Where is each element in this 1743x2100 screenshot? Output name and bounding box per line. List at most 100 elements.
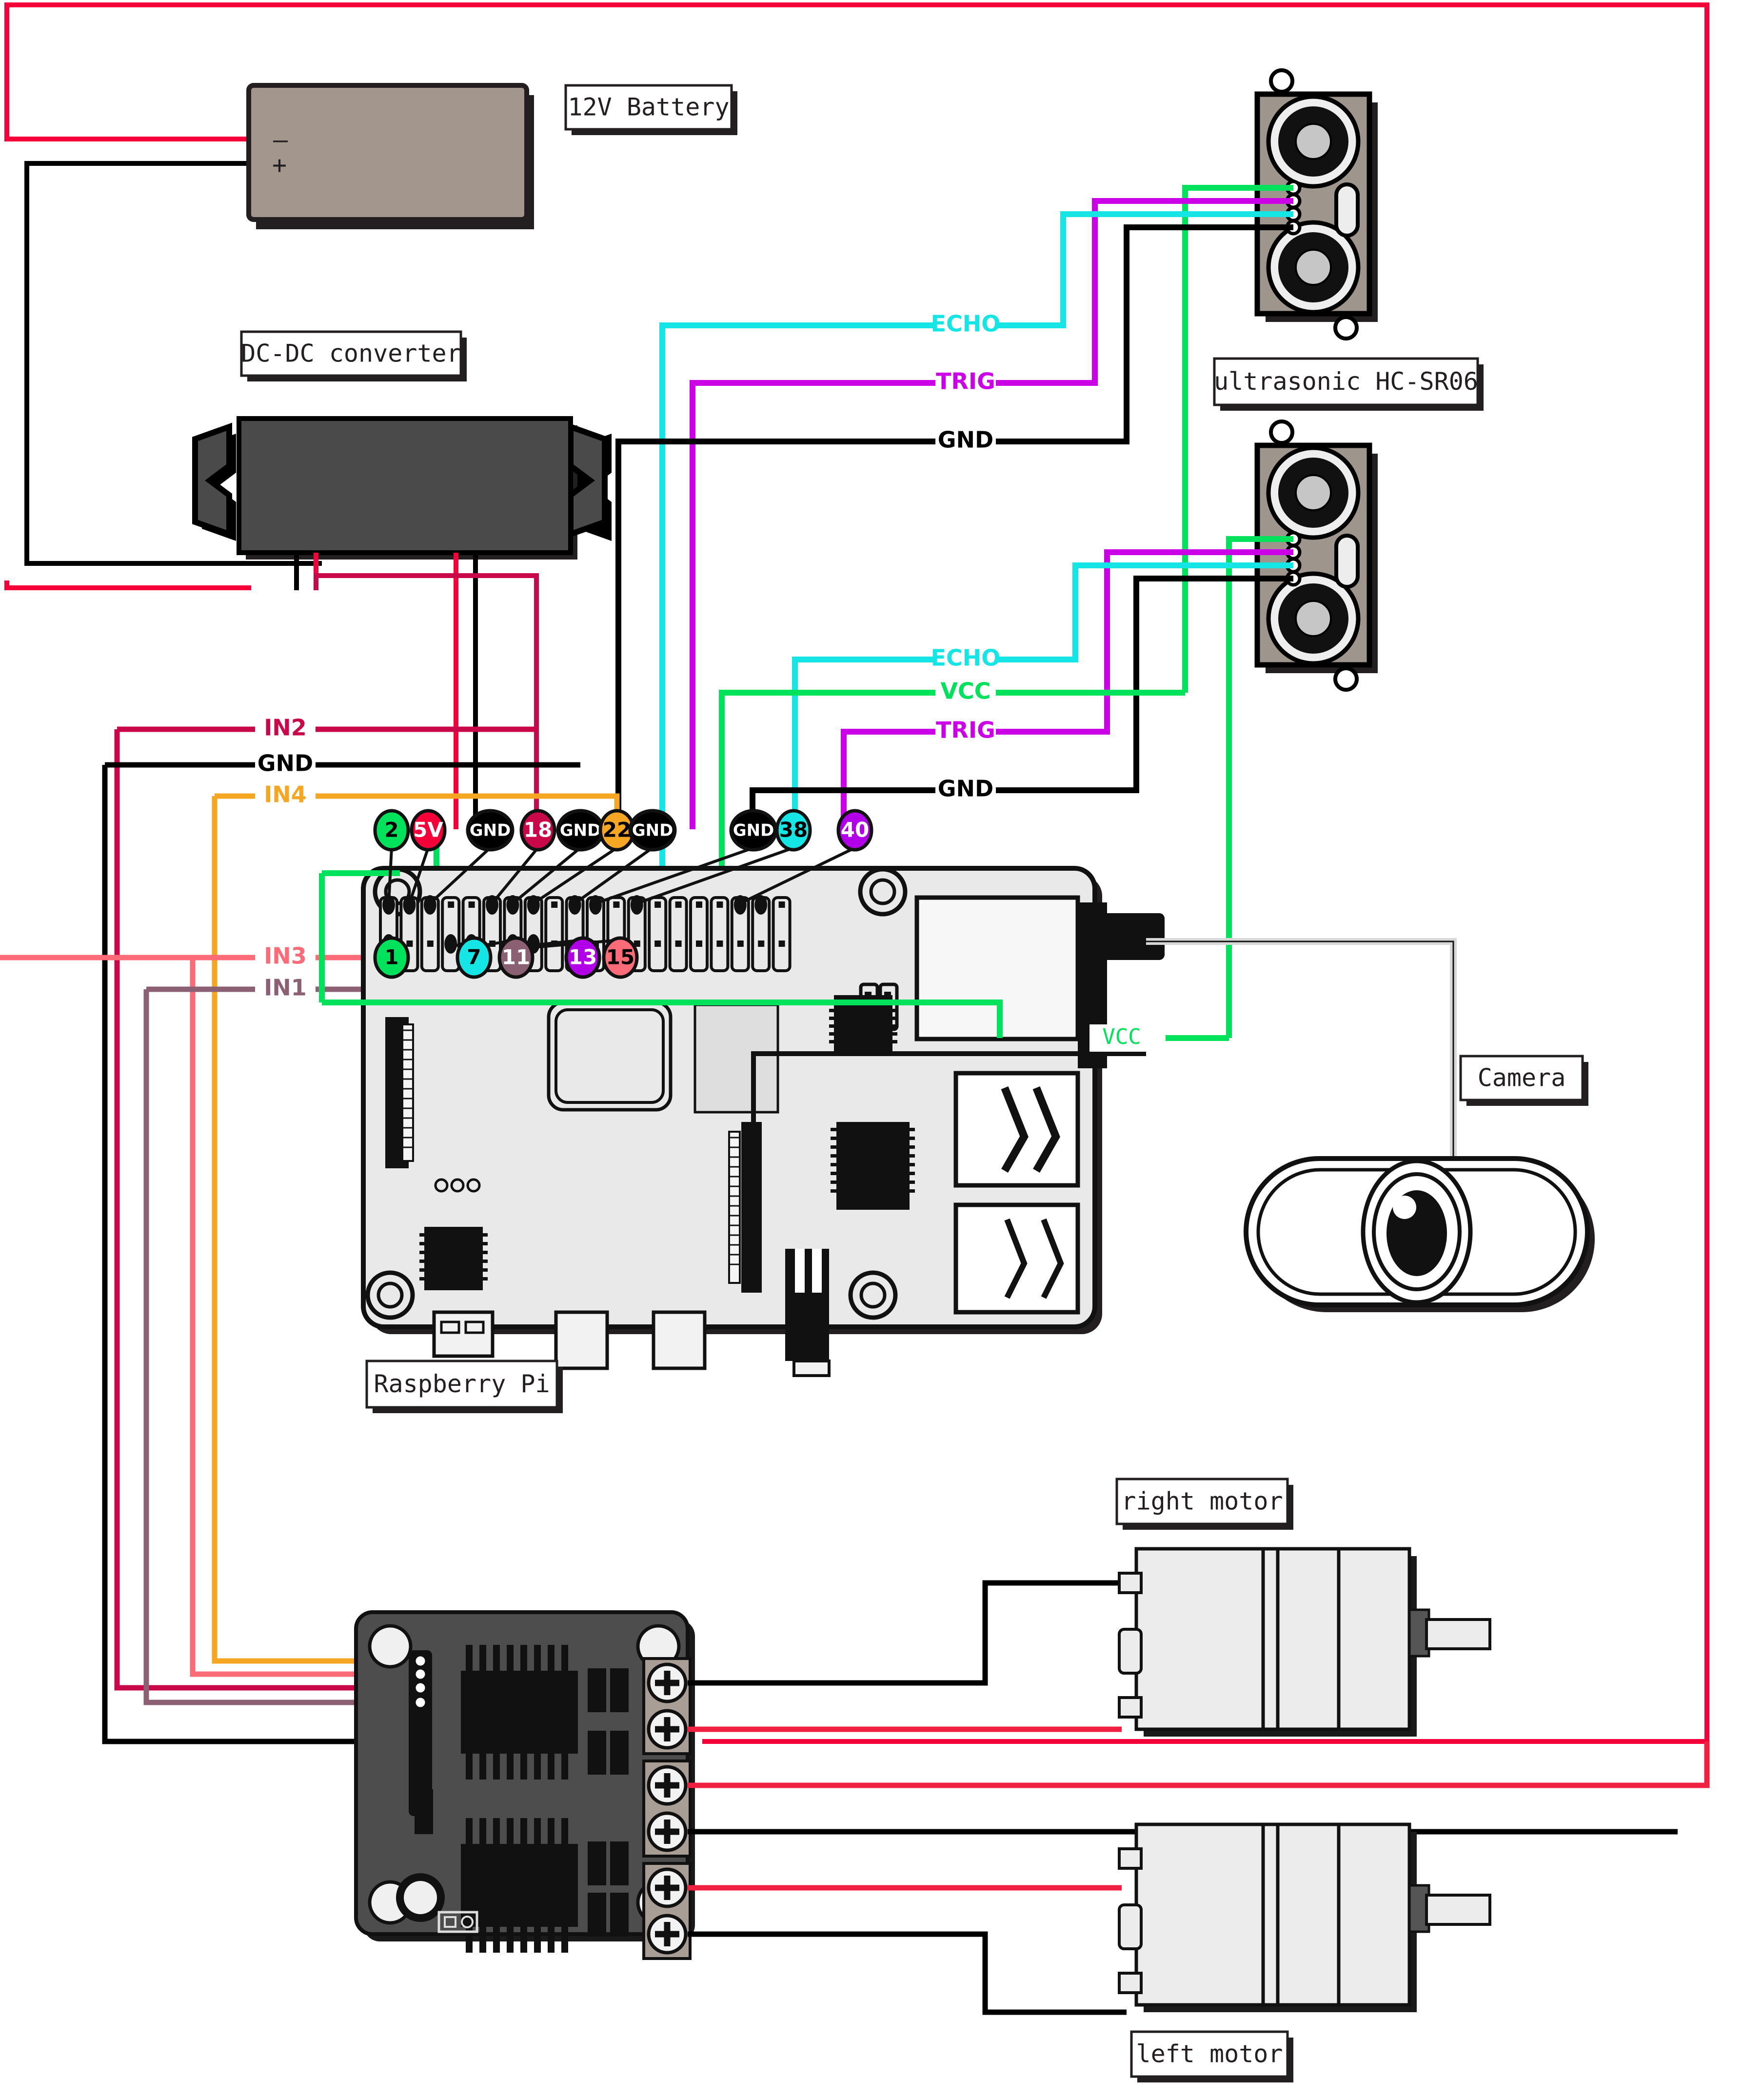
gpio-pin-connected[interactable] — [444, 934, 457, 954]
gpio-pin[interactable] — [634, 940, 640, 947]
gpio-pin-bubble-5V[interactable] — [410, 809, 447, 852]
gpio-pin-label: 13 — [569, 945, 597, 969]
ultrasonic-sensor-bottom — [1254, 420, 1378, 692]
gpio-pin-connected[interactable] — [382, 895, 395, 915]
gpio-pin-bubble-15[interactable] — [602, 936, 639, 979]
gpio-pin[interactable] — [778, 940, 785, 947]
label-box-rightmotor — [1115, 1478, 1289, 1525]
trig-top-wire — [690, 198, 1293, 829]
wire-label-halo — [255, 944, 316, 971]
gpio-pin-bubble-1[interactable] — [373, 936, 410, 979]
label-box-dcdc — [240, 330, 462, 377]
gpio-pin[interactable] — [696, 901, 702, 908]
gpio-pin[interactable] — [716, 940, 723, 947]
pin-leader-line — [387, 847, 393, 904]
battery-plus-terminal: + — [272, 151, 287, 180]
pin-leader-line — [429, 846, 492, 905]
camera-module — [751, 938, 1595, 1312]
left-motor-wire-2 — [688, 1931, 1127, 2015]
gpio-pin[interactable] — [654, 940, 661, 947]
gpio-pin-connected[interactable] — [630, 895, 643, 915]
wire-label-halo — [255, 751, 316, 779]
gpio-pin[interactable] — [675, 901, 682, 908]
label-text-dcdc: DC-DC converter — [241, 340, 461, 368]
gpio-pin[interactable] — [675, 940, 682, 947]
driver-pin-header — [409, 1650, 432, 1816]
gpio-pin-label: 11 — [502, 945, 530, 969]
pin18-wire — [314, 573, 539, 829]
gpio-pin-pair[interactable] — [689, 896, 709, 972]
gpio-pin-pair[interactable] — [668, 896, 688, 972]
pin-leader-line — [491, 847, 539, 904]
driver-capacitors — [588, 1668, 629, 1937]
gpio-pin[interactable] — [406, 940, 413, 947]
left-motor — [1118, 1822, 1491, 2012]
ic-chip-3 — [419, 1227, 488, 1290]
gpio-pin[interactable] — [551, 901, 558, 908]
gpio-pin-connected[interactable] — [527, 895, 540, 915]
gpio-pin-bubble-18[interactable] — [519, 809, 556, 852]
gpio-pin[interactable] — [758, 940, 765, 947]
gpio-pin-bubble-40[interactable] — [836, 809, 873, 852]
label-box-rpi — [365, 1360, 558, 1409]
gpio-pin-bubble-13[interactable] — [564, 936, 601, 979]
echo-bottom-wire — [792, 562, 1293, 829]
wire-label-halo — [935, 369, 996, 397]
wire-label-halo — [935, 679, 996, 706]
gpio-pin-connected[interactable] — [733, 895, 747, 915]
gpio-pin-connected[interactable] — [754, 895, 768, 915]
dcdc-converter — [192, 416, 612, 590]
wire-label-gnd-top: GND — [938, 427, 993, 453]
label-text-battery: 12V Battery — [568, 93, 729, 121]
gpio-pin[interactable] — [778, 901, 785, 908]
gpio-pin-connected[interactable] — [403, 895, 416, 915]
gpio-pin[interactable] — [468, 901, 475, 908]
gpio-pin[interactable] — [613, 901, 620, 908]
gpio-pin-bubble-GND[interactable] — [628, 809, 677, 852]
driver-screw-terminals — [642, 1657, 692, 1960]
gnd-top-wire — [615, 224, 1293, 829]
gpio-pin[interactable] — [696, 940, 702, 947]
label-text-leftmotor: left motor — [1136, 2040, 1283, 2068]
battery-minus-terminal: – — [273, 126, 288, 154]
audio-jack — [785, 1249, 829, 1361]
pin-leader-line — [512, 846, 581, 905]
gpio-pin-bubble-38[interactable] — [775, 809, 812, 852]
gpio-pin-connected[interactable] — [589, 895, 602, 915]
gpio-pin-pair[interactable] — [772, 896, 792, 972]
gpio-pin[interactable] — [654, 901, 661, 908]
gpio-pin-label: 22 — [603, 818, 631, 842]
vcc-board-cross — [322, 1000, 1003, 1038]
label-text-rpi: Raspberry Pi — [374, 1370, 550, 1398]
gpio-pin[interactable] — [427, 940, 434, 947]
gpio-pin-bubble-7[interactable] — [456, 936, 493, 979]
gpio-pin-bubble-11[interactable] — [497, 936, 535, 979]
gpio-pin-label: GND — [632, 821, 673, 840]
pin-leader-line — [636, 846, 794, 905]
wire-label-gnd-bot: GND — [938, 776, 993, 802]
gpio-pin-label: 38 — [779, 818, 808, 842]
wire-label-halo — [255, 976, 316, 1003]
gpio-pin-bubble-GND[interactable] — [466, 809, 515, 852]
ultrasonic-sensor-top — [1254, 68, 1378, 340]
gpio-pin-label: 2 — [384, 818, 398, 842]
csi-connector — [741, 1122, 762, 1293]
wire-label-in2: IN2 — [264, 715, 307, 741]
gpio-pin-label: 18 — [524, 818, 552, 842]
pin-leader-line — [739, 846, 856, 905]
gpio-pin[interactable] — [737, 940, 744, 947]
gpio-pin-connected[interactable] — [568, 895, 581, 915]
gpio-pin-pair[interactable] — [544, 896, 564, 972]
gpio-pin[interactable] — [448, 901, 455, 908]
wire-label-echo-top: ECHO — [931, 311, 1001, 337]
gpio-pin-bubble-2[interactable] — [373, 809, 410, 852]
gpio-pin-label: GND — [470, 821, 511, 840]
gpio-pin-pair[interactable] — [648, 896, 668, 972]
gpio-pin-label: GND — [560, 821, 601, 840]
gpio-pin-pair[interactable] — [710, 896, 730, 972]
pin-leader-line — [574, 846, 654, 905]
right-motor — [1118, 1547, 1491, 1737]
gpio-pin[interactable] — [716, 901, 723, 908]
